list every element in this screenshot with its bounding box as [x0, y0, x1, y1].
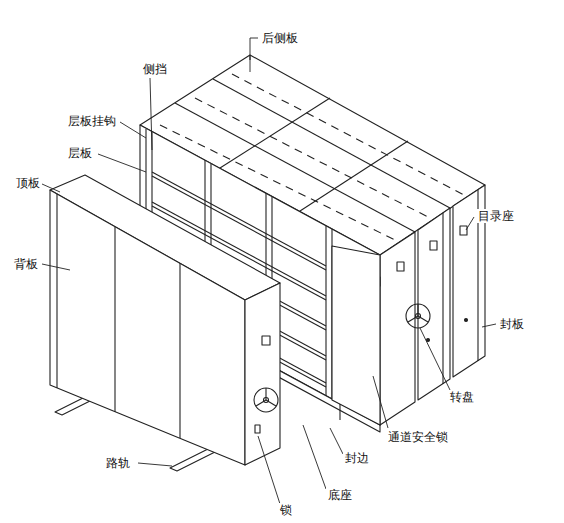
part-label: 层板 — [66, 146, 94, 160]
part-label: 底座 — [326, 488, 354, 502]
panel-joint — [179, 263, 180, 438]
part-label: 封边 — [343, 451, 371, 465]
lock — [255, 425, 260, 433]
handwheel — [406, 304, 430, 328]
catalog-holder — [262, 336, 270, 345]
part-label: 层板挂钩 — [66, 114, 118, 128]
part-label: 路轨 — [104, 456, 132, 470]
rail — [170, 448, 217, 471]
end-panel — [332, 246, 380, 425]
end-panel — [245, 283, 280, 465]
catalog-holder — [460, 226, 467, 235]
end-panel — [380, 232, 415, 425]
top-division — [300, 141, 408, 211]
post — [325, 226, 326, 396]
handwheel — [254, 388, 278, 412]
end-panel — [418, 208, 450, 400]
catalog-holder — [397, 262, 404, 271]
part-label: 背板 — [12, 257, 40, 271]
part-label: 锁 — [278, 503, 294, 517]
part-label: 目录座 — [476, 209, 516, 223]
part-label: 封板 — [498, 317, 526, 331]
part-label: 转盘 — [448, 390, 476, 404]
leader-lines — [42, 38, 496, 504]
panel-edge — [56, 194, 57, 388]
catalog-holder — [430, 241, 437, 250]
part-label: 后侧板 — [260, 31, 300, 45]
part-label: 顶板 — [14, 176, 42, 190]
dashed-line — [232, 74, 466, 196]
part-label: 侧挡 — [141, 62, 169, 76]
back-panel — [50, 190, 245, 465]
panel-joint — [114, 227, 115, 412]
seal-edge — [442, 213, 443, 384]
safety-lock — [427, 339, 430, 342]
part-label: 通道安全锁 — [386, 430, 450, 444]
top-division — [220, 98, 330, 168]
safety-lock — [465, 319, 468, 322]
